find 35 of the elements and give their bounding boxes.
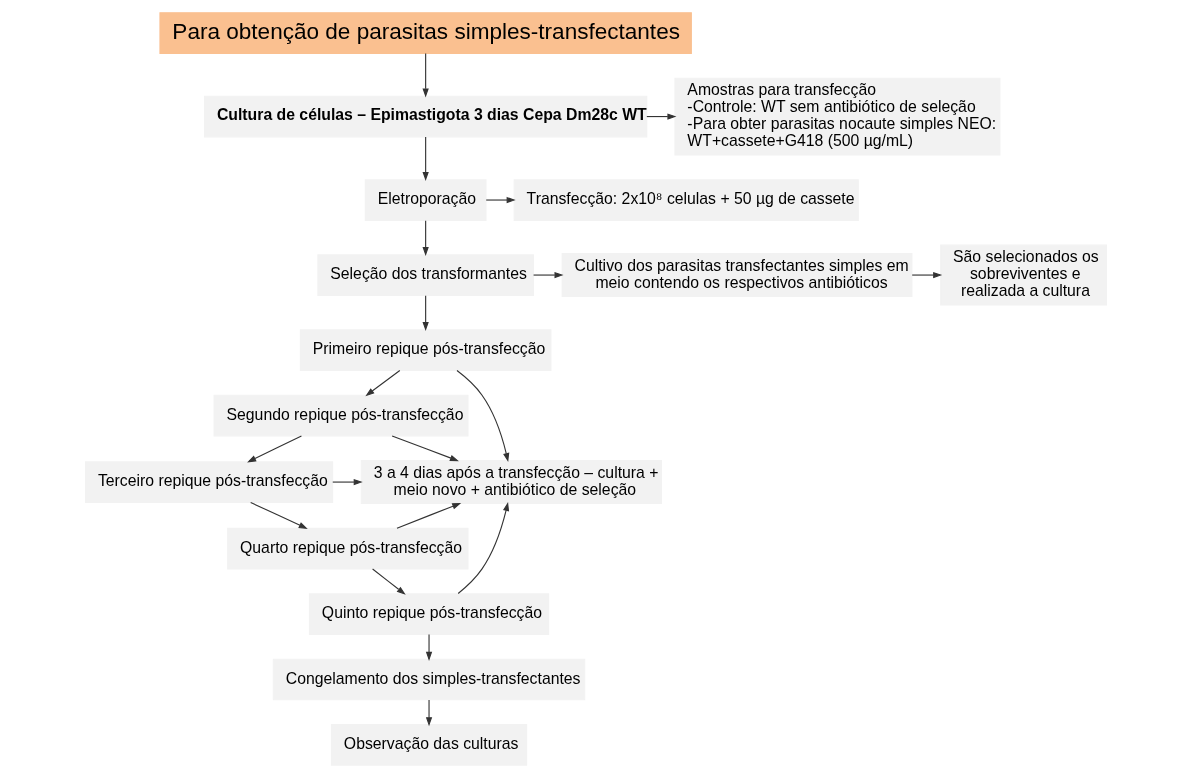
arrow: [485, 196, 516, 204]
node-box: São selecionados os sobreviventes e realizada a cultura: [940, 244, 1108, 306]
arrow: [425, 633, 433, 661]
node-box: Quarto repique pós-transfecção: [227, 527, 469, 570]
node-box: Seleção dos transformantes: [317, 254, 534, 296]
node-box: Transfecção: 2x10⁸ celulas + 50 µg de cassete: [513, 179, 859, 221]
arrow: [247, 435, 302, 463]
node-box: Congelamento dos simples-transfectantes: [272, 658, 586, 701]
node-box: Primeiro repique pós-transfecção: [299, 329, 552, 371]
arrow: [425, 699, 433, 727]
arrow: [396, 502, 462, 529]
arrow: [422, 136, 429, 181]
arrow: [422, 52, 429, 98]
arrow: [372, 568, 406, 595]
arrow: [332, 478, 363, 486]
node-box: Terceiro repique pós-transfecção: [84, 461, 334, 503]
node-box: Eletroporação: [364, 179, 487, 221]
arrow: [457, 502, 510, 595]
arrow: [456, 370, 510, 463]
arrow: [365, 369, 401, 397]
arrow: [422, 220, 429, 257]
arrow: [422, 295, 429, 332]
arrow: [391, 435, 459, 462]
node-box: 3 a 4 dias após a transfecção – cultura + meio novo + antibiótico de seleção: [360, 460, 662, 505]
node-box: Amostras para transfecção -Controle: WT sem antibiótico de seleção -Para obter parasitas nocaute simples NEO: WT+cassete+G418 (500 µg/mL): [674, 77, 1001, 156]
node-box: Para obtenção de parasitas simples-transfectantes: [159, 12, 692, 54]
node-box: Cultura de células – Epimastigota 3 dias Cepa Dm28c WT: [203, 95, 648, 138]
node-box: Quinto repique pós-transfecção: [308, 593, 550, 635]
arrow: [250, 501, 308, 529]
node-box: Observação das culturas: [330, 724, 528, 766]
arrow: [533, 271, 564, 279]
arrow: [911, 271, 943, 279]
node-box: Cultivo dos parasitas transfectantes simples em meio contendo os respectivos antibióticos: [561, 253, 913, 298]
arrow: [646, 113, 677, 120]
node-box: Segundo repique pós-transfecção: [213, 394, 469, 437]
